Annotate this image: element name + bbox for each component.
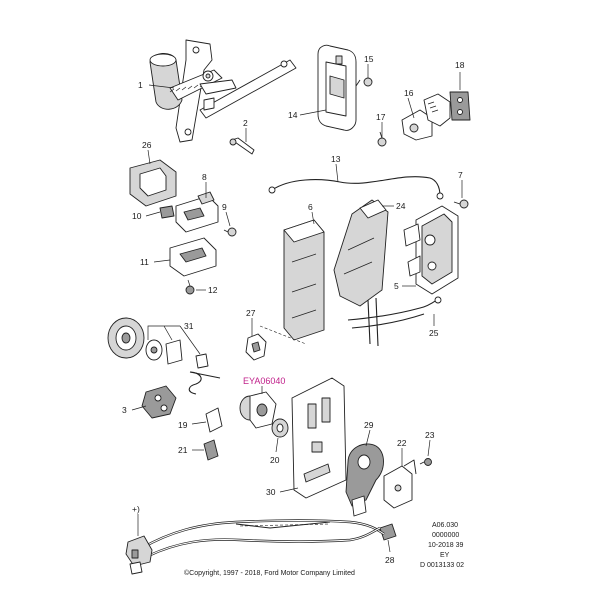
part-12-screw[interactable]: [185, 279, 195, 295]
leader-23: [427, 439, 431, 457]
leader-6: [311, 211, 315, 225]
leader-3: [131, 405, 147, 411]
callout-5[interactable]: 5: [394, 281, 399, 291]
callout-25[interactable]: 25: [429, 328, 439, 338]
callout-30[interactable]: 30: [266, 487, 276, 497]
leader-26: [147, 149, 151, 165]
callout-11[interactable]: 11: [140, 257, 149, 267]
leader-9: [225, 211, 231, 227]
callout-16[interactable]: 16: [404, 88, 414, 98]
part-26-surround[interactable]: [129, 159, 177, 207]
part-18-clip[interactable]: [449, 91, 471, 121]
callout-17[interactable]: 17: [376, 112, 386, 122]
part-28-clip[interactable]: [379, 523, 397, 541]
part-6-lock-shield[interactable]: [283, 219, 325, 341]
part-24-latch-cover[interactable]: [333, 199, 389, 307]
leader-19: [191, 421, 207, 425]
part-22-bracket[interactable]: [383, 459, 417, 509]
part-14-handle-bezel[interactable]: [317, 44, 357, 131]
part-21-clip[interactable]: [203, 439, 219, 461]
meta-ref-3: 10-2018 39: [428, 542, 464, 549]
callout-plus[interactable]: +): [132, 504, 140, 514]
callout-3[interactable]: 3: [122, 405, 127, 415]
callout-24[interactable]: 24: [396, 201, 406, 211]
hotspot-label[interactable]: EYA06040: [243, 376, 285, 386]
part-27-clip[interactable]: [245, 333, 267, 361]
callout-31[interactable]: 31: [184, 321, 194, 331]
alignment-27: [259, 325, 307, 345]
copyright-text: ©Copyright, 1997 - 2018, Ford Motor Comp…: [184, 569, 355, 577]
part-1-regulator[interactable]: [149, 39, 297, 143]
leader-11: [153, 259, 171, 263]
callout-6[interactable]: 6: [308, 202, 313, 212]
callout-8[interactable]: 8: [202, 172, 207, 182]
leader-30: [279, 487, 299, 493]
wiring-harness[interactable]: [125, 519, 385, 575]
callout-21[interactable]: 21: [178, 445, 188, 455]
part-8-door-handle[interactable]: [175, 191, 219, 233]
callout-2[interactable]: 2: [243, 118, 248, 128]
leader-29: [365, 429, 371, 447]
callout-20[interactable]: 20: [270, 455, 280, 465]
callout-19[interactable]: 19: [178, 420, 188, 430]
part-9-screw[interactable]: [223, 227, 237, 237]
leader-1: [148, 84, 175, 89]
part-20-washer[interactable]: [271, 418, 289, 438]
part-31-lock-cylinder-set[interactable]: [107, 317, 209, 395]
part-2-pin[interactable]: [229, 137, 255, 155]
leader-14: [299, 109, 327, 116]
callout-15[interactable]: 15: [364, 54, 374, 64]
leader-31: [147, 325, 201, 355]
callout-22[interactable]: 22: [397, 438, 407, 448]
callout-13[interactable]: 13: [331, 154, 341, 164]
part-25-rod-assembly[interactable]: [347, 296, 442, 347]
part-7-screw[interactable]: [453, 199, 469, 209]
callout-29[interactable]: 29: [364, 420, 374, 430]
callout-12[interactable]: 12: [208, 285, 218, 295]
part-30-plate[interactable]: [291, 377, 347, 499]
callout-26[interactable]: 26: [142, 140, 152, 150]
part-15-screw[interactable]: [355, 77, 373, 87]
leader-10: [145, 211, 161, 217]
part-eya06040-lock-housing[interactable]: [189, 371, 277, 429]
part-19-clip[interactable]: [205, 407, 223, 433]
part-23-screw[interactable]: [419, 458, 432, 466]
callout-28[interactable]: 28: [385, 555, 395, 565]
part-13-cable[interactable]: [268, 176, 444, 200]
leader-20: [275, 437, 279, 453]
part-10-clip[interactable]: [159, 205, 175, 219]
meta-ref-2: 0000000: [432, 532, 459, 539]
part-11-surround[interactable]: [169, 237, 217, 277]
leader-13: [335, 163, 339, 183]
meta-ref-1: A06.030: [432, 522, 458, 529]
part-5-door-latch[interactable]: [403, 205, 459, 295]
part-3-lock-barrel[interactable]: [141, 385, 177, 419]
callout-23[interactable]: 23: [425, 430, 435, 440]
part-16-bracket[interactable]: [401, 93, 451, 141]
callout-1[interactable]: 1: [138, 80, 143, 90]
callout-9[interactable]: 9: [222, 202, 227, 212]
callout-14[interactable]: 14: [288, 110, 298, 120]
meta-ref-5: D 0013133 02: [420, 562, 464, 569]
callout-18[interactable]: 18: [455, 60, 465, 70]
part-29-lock-actuator[interactable]: [345, 443, 384, 517]
callout-10[interactable]: 10: [132, 211, 142, 221]
callout-27[interactable]: 27: [246, 308, 256, 318]
callout-7[interactable]: 7: [458, 170, 463, 180]
leader-16: [407, 97, 415, 119]
leader-28: [387, 539, 391, 553]
meta-ref-4: EY: [440, 552, 450, 559]
